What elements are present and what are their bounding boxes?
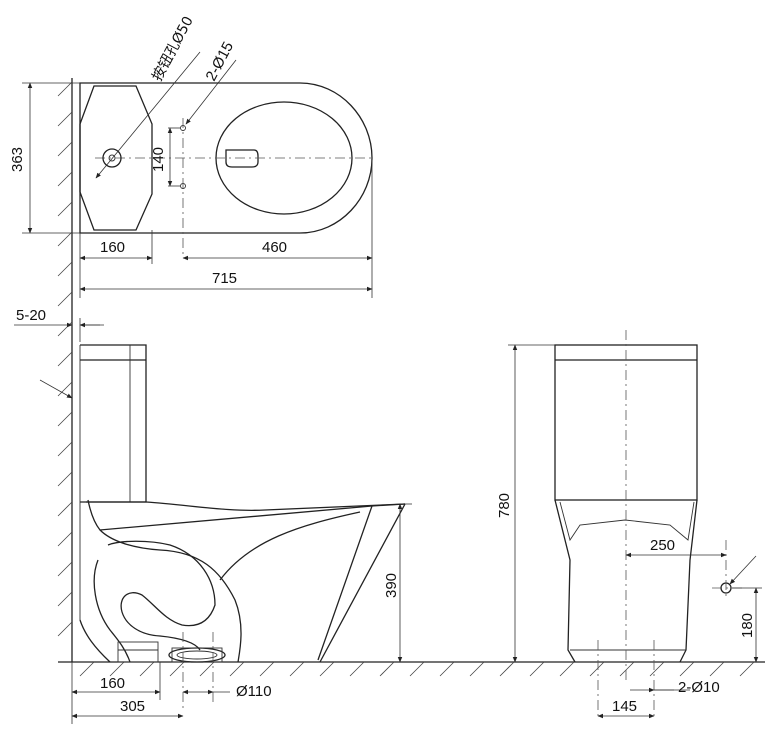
dim-305: 305 — [120, 698, 145, 715]
button-hole-icon — [102, 148, 122, 168]
fixing-holes-label: 2-Ø15 — [203, 39, 238, 84]
front-view-dimensions — [508, 344, 762, 719]
dim-363: 363 — [9, 147, 26, 172]
dim-715: 715 — [212, 270, 237, 287]
side-view — [39, 344, 406, 710]
top-view — [79, 51, 375, 258]
dim-460: 460 — [262, 239, 287, 256]
dim-160-bottom: 160 — [100, 675, 125, 692]
dim-780: 780 — [496, 493, 513, 518]
front-view — [554, 330, 757, 720]
floor — [58, 661, 765, 677]
dim-390: 390 — [383, 573, 400, 598]
wall — [57, 78, 73, 662]
dim-110: Ø110 — [236, 683, 272, 700]
dim-160-top: 160 — [100, 239, 125, 256]
dim-5-20: 5-20 — [16, 307, 46, 324]
dim-2-10: 2-Ø10 — [678, 679, 720, 696]
dim-140: 140 — [150, 147, 167, 172]
top-view-dimensions — [22, 82, 373, 298]
side-view-dimensions — [14, 318, 412, 724]
dim-250: 250 — [650, 537, 675, 554]
button-hole-label: 按钮孔Ø50 — [149, 14, 196, 84]
dim-145: 145 — [612, 698, 637, 715]
dim-180: 180 — [739, 613, 756, 638]
